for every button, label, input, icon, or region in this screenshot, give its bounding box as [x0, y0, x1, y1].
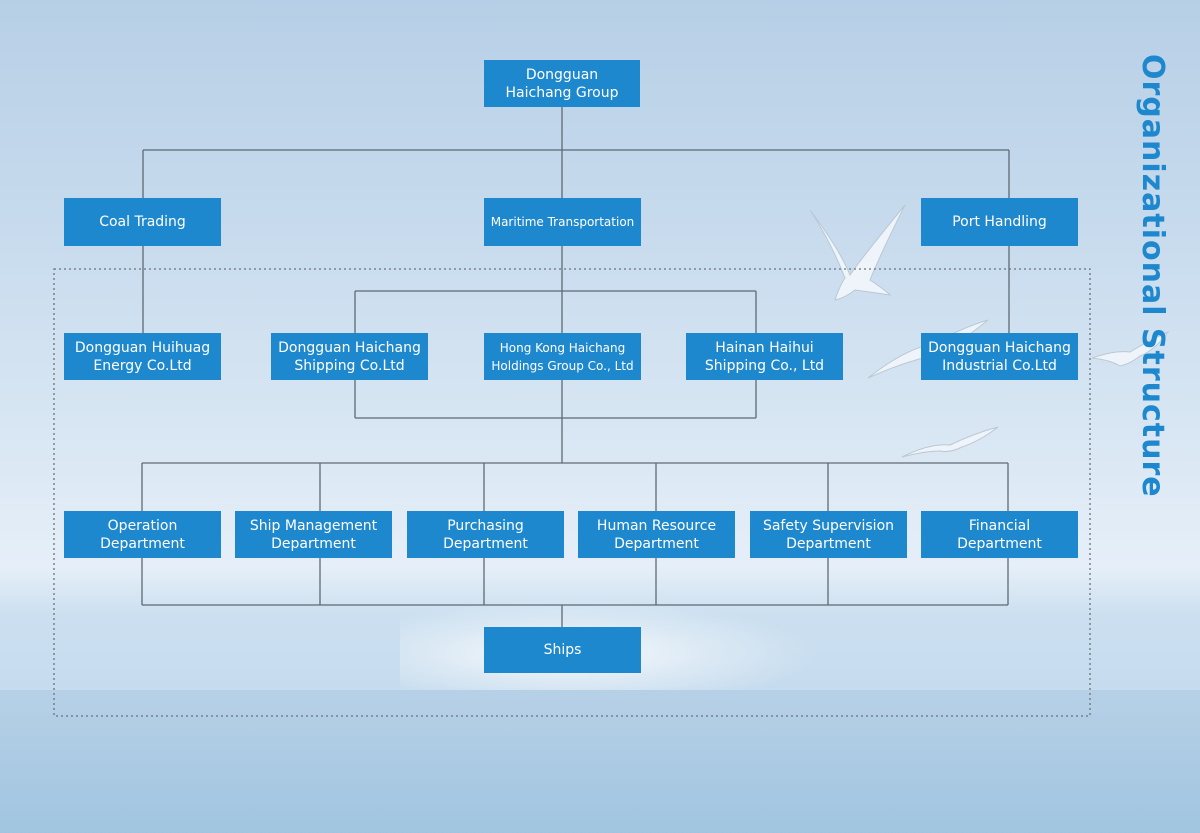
- seagull-icon: [809, 204, 906, 301]
- department-human-resource: Human Resource Department: [578, 511, 735, 558]
- department-financial: Financial Department: [921, 511, 1078, 558]
- root-node: Dongguan Haichang Group: [484, 60, 640, 107]
- company-hk-haichang-holdings: Hong Kong Haichang Holdings Group Co., L…: [484, 333, 641, 380]
- page-title: Organizational Structure: [1135, 54, 1170, 498]
- dotted-border: [53, 268, 1091, 717]
- department-operation: Operation Department: [64, 511, 221, 558]
- seagull-icon: [901, 426, 999, 458]
- company-haichang-industrial: Dongguan Haichang Industrial Co.Ltd: [921, 333, 1078, 380]
- department-safety-supervision: Safety Supervision Department: [750, 511, 907, 558]
- sea-decoration: [0, 690, 1200, 833]
- company-huihuag-energy: Dongguan Huihuag Energy Co.Ltd: [64, 333, 221, 380]
- division-maritime-transportation: Maritime Transportation: [484, 198, 641, 246]
- department-purchasing: Purchasing Department: [407, 511, 564, 558]
- company-haichang-shipping: Dongguan Haichang Shipping Co.Ltd: [271, 333, 428, 380]
- department-ship-management: Ship Management Department: [235, 511, 392, 558]
- division-coal-trading: Coal Trading: [64, 198, 221, 246]
- seagull-icon: [1091, 330, 1170, 367]
- company-hainan-haihui-shipping: Hainan Haihui Shipping Co., Ltd: [686, 333, 843, 380]
- division-port-handling: Port Handling: [921, 198, 1078, 246]
- ships-node: Ships: [484, 627, 641, 673]
